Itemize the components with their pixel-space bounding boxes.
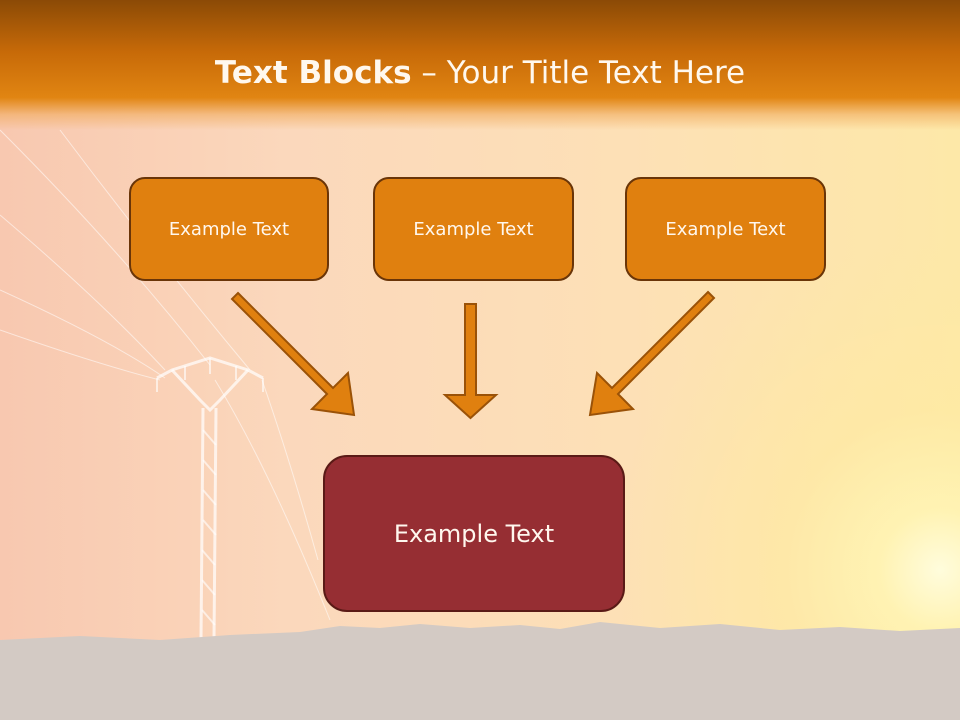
result-block-label: Example Text: [393, 519, 555, 548]
title-bar: [0, 0, 960, 130]
arrow-down-left-icon: [588, 290, 716, 417]
text-block-2-label: Example Text: [413, 218, 534, 240]
text-block-3[interactable]: Example Text: [625, 177, 826, 281]
arrow-down-right-icon: [230, 291, 356, 417]
slide-title: Text Blocks – Your Title Text Here: [0, 55, 960, 91]
title-bold: Text Blocks: [214, 55, 412, 91]
title-separator: –: [411, 55, 447, 91]
arrow-down-icon: [442, 303, 499, 420]
title-rest: Your Title Text Here: [446, 55, 746, 91]
text-block-1-label: Example Text: [168, 218, 290, 240]
result-block[interactable]: Example Text: [323, 455, 625, 612]
text-block-2[interactable]: Example Text: [373, 177, 574, 281]
text-block-3-label: Example Text: [665, 218, 786, 240]
text-block-1[interactable]: Example Text: [129, 177, 329, 281]
